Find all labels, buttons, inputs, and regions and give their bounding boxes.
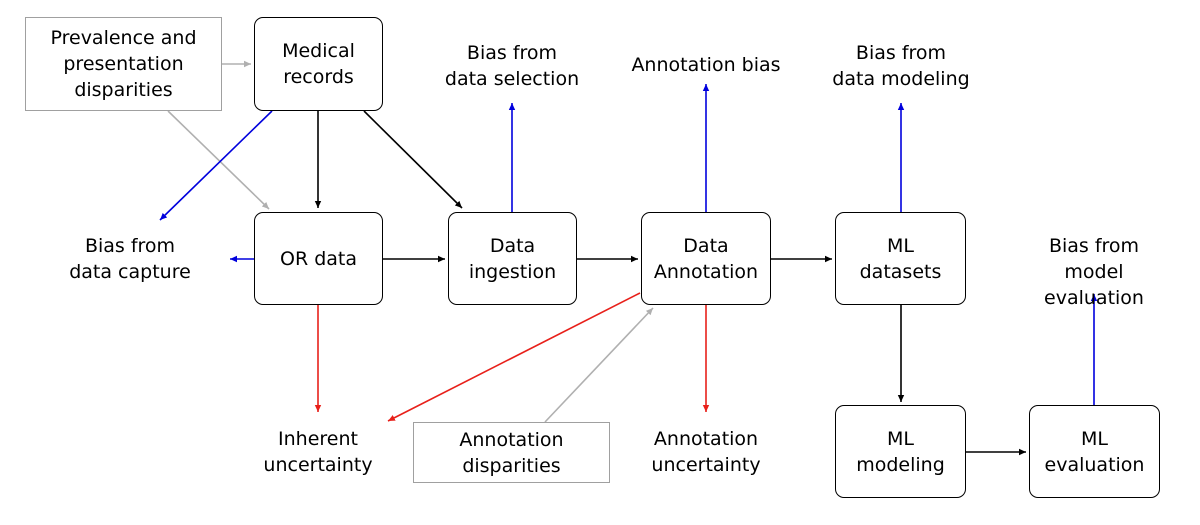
annotation-bias-label: Annotation bias (631, 54, 781, 76)
bias-data-selection-label: Bias from data selection (444, 42, 580, 90)
ml-datasets-node: ML datasets (835, 212, 966, 305)
data-ingestion-node: Data ingestion (448, 212, 577, 305)
arrow-prevalence-to-ordata (167, 110, 270, 210)
arrow-records-to-ingestion (363, 110, 463, 209)
arrow-annotation-disparities-to-annotation (544, 307, 654, 423)
annotation-disparities-box: Annotation disparities (413, 422, 610, 483)
arrow-annotation-to-inherent-uncertainty (387, 292, 641, 422)
or-data-node: OR data (254, 212, 383, 305)
medical-records-node: Medical records (254, 17, 383, 111)
arrow-records-to-bias-capture (159, 110, 273, 221)
bias-data-capture-label: Bias from data capture (69, 235, 191, 283)
annotation-uncertainty-label: Annotation uncertainty (651, 428, 761, 476)
ml-evaluation-node: ML evaluation (1029, 405, 1160, 498)
inherent-uncertainty-label: Inherent uncertainty (263, 428, 373, 476)
prevalence-disparities-box: Prevalence and presentation disparities (25, 17, 222, 111)
bias-data-modeling-label: Bias from data modeling (832, 42, 970, 90)
ml-modeling-node: ML modeling (835, 405, 966, 498)
bias-model-evaluation-label: Bias from model evaluation (1044, 235, 1144, 309)
data-annotation-node: Data Annotation (641, 212, 771, 305)
